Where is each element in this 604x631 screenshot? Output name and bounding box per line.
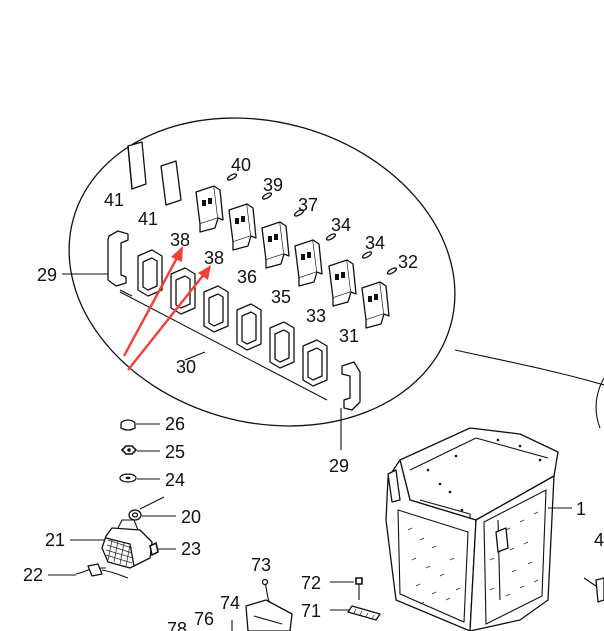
callout-71: 71: [301, 601, 321, 621]
rocker-switch: [294, 239, 323, 287]
end-bracket-right: [341, 361, 361, 411]
screw-23: [149, 541, 159, 557]
callout-24: 24: [165, 470, 185, 490]
callout-72: 72: [301, 573, 321, 593]
callout-37: 37: [298, 195, 318, 215]
callout-76: 76: [194, 609, 214, 629]
bracket-assembly-73-78: [231, 578, 293, 631]
callout-41: 41: [138, 209, 158, 229]
callout-39: 39: [263, 175, 283, 195]
callout-4: 4: [594, 530, 604, 550]
end-bracket-left: [107, 230, 129, 287]
callout-32: 32: [398, 252, 418, 272]
callout-35: 35: [271, 287, 291, 307]
callout-36: 36: [237, 267, 257, 287]
callout-73: 73: [251, 555, 271, 575]
callout-34: 34: [331, 215, 351, 235]
group-bracket-30: [119, 289, 328, 401]
callout-30: 30: [176, 357, 196, 377]
switch-lenses: [226, 173, 398, 275]
work-light-assembly: [70, 419, 176, 579]
rocker-switch: [195, 185, 224, 233]
callout-25: 25: [165, 442, 185, 462]
blank-plug: [302, 339, 328, 387]
leader-lines: [62, 273, 342, 450]
callout-29: 29: [329, 456, 349, 476]
callout-labels: 40 39 37 34 34 32 41 41 38 38 36 35 33 3…: [23, 155, 604, 631]
callout-41: 41: [104, 190, 124, 210]
rocker-switch: [328, 259, 357, 307]
blank-plug: [170, 267, 196, 315]
callout-21: 21: [45, 530, 65, 550]
callout-78: 78: [167, 619, 187, 631]
callout-40: 40: [231, 155, 251, 175]
callout-38: 38: [170, 230, 190, 250]
blank-plug: [137, 249, 163, 297]
callout-31: 31: [339, 326, 359, 346]
callout-29: 29: [37, 265, 57, 285]
callout-33: 33: [306, 306, 326, 326]
callout-38: 38: [204, 248, 224, 268]
callout-23: 23: [181, 539, 201, 559]
part-4-stub: [583, 577, 604, 603]
operator-cab: [385, 427, 572, 631]
step-71: [330, 605, 381, 621]
blank-plug: [236, 303, 262, 351]
blank-plug: [203, 285, 229, 333]
callout-22: 22: [23, 565, 43, 585]
rocker-switch-row-top: [195, 185, 390, 329]
callout-20: 20: [181, 507, 201, 527]
rocker-switch: [228, 203, 257, 251]
switch-cover-top: [127, 141, 182, 206]
rocker-switch: [361, 281, 390, 329]
annotation-arrows: [122, 246, 211, 371]
screw-72: [330, 577, 363, 600]
callout-34: 34: [365, 233, 385, 253]
rocker-switch: [261, 221, 290, 269]
detail-bubble: [68, 117, 604, 429]
blank-plug: [269, 321, 295, 369]
callout-26: 26: [165, 414, 185, 434]
blank-plug-row: [137, 249, 328, 387]
callout-1: 1: [576, 499, 586, 519]
callout-74: 74: [220, 593, 240, 613]
